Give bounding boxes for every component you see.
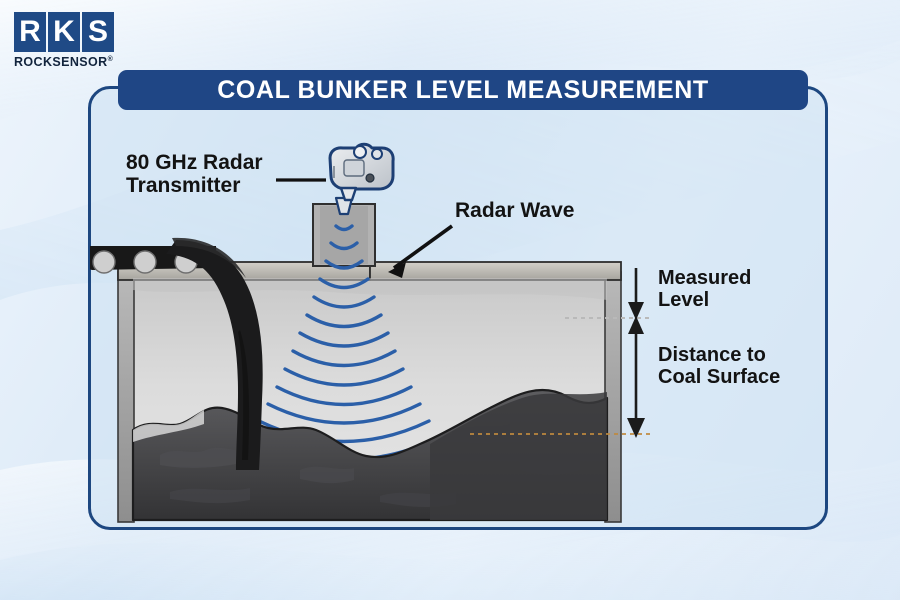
logo-letter-k: K bbox=[48, 12, 80, 52]
dimension-arrowheads bbox=[627, 302, 645, 438]
label-radar-transmitter: 80 GHz Radar Transmitter bbox=[126, 151, 263, 197]
measured-level-arrowhead-down bbox=[628, 302, 644, 320]
logo-letter-s: S bbox=[82, 12, 114, 52]
bunker-nozzle bbox=[312, 203, 376, 267]
radar-wave-arrowhead bbox=[388, 262, 406, 278]
brand-logo: R K S ROCKSENSOR® bbox=[14, 12, 124, 69]
callout-leader-lines bbox=[276, 178, 454, 278]
trademark-icon: ® bbox=[107, 55, 114, 63]
label-measured-level: Measured Level bbox=[658, 267, 752, 311]
logo-wordmark: ROCKSENSOR® bbox=[14, 55, 124, 69]
title-banner: COAL BUNKER LEVEL MEASUREMENT bbox=[118, 70, 808, 110]
radar-transmitter-device bbox=[328, 142, 395, 216]
distance-arrowhead-down bbox=[627, 418, 645, 438]
logo-letter-r: R bbox=[14, 12, 46, 52]
label-radar-wave: Radar Wave bbox=[455, 199, 575, 222]
chute-roller bbox=[133, 250, 157, 274]
distance-arrowhead-up bbox=[628, 316, 644, 334]
radar-wave-leader-line bbox=[392, 224, 454, 270]
logo-squares: R K S bbox=[14, 12, 124, 52]
page-title: COAL BUNKER LEVEL MEASUREMENT bbox=[217, 75, 709, 104]
chute-roller bbox=[92, 250, 116, 274]
label-distance-to-coal-surface: Distance to Coal Surface bbox=[658, 344, 781, 388]
logo-wordmark-text: ROCKSENSOR bbox=[14, 55, 108, 69]
falling-coal-stream bbox=[166, 237, 263, 470]
